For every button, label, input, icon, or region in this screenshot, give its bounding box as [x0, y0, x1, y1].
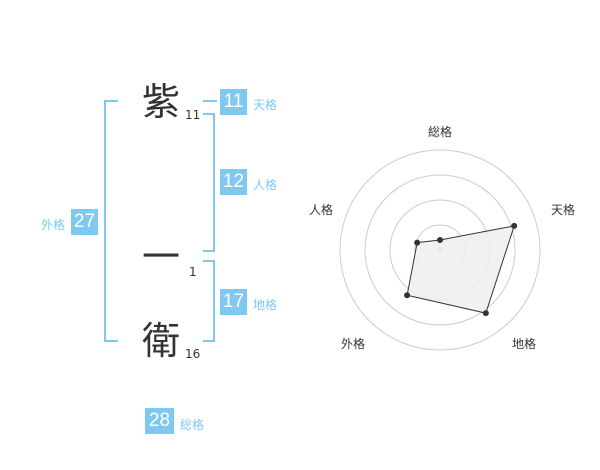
tenkaku-bracket: [203, 100, 217, 102]
tenkaku-label: 天格: [253, 98, 278, 112]
name-char-1: 紫: [142, 80, 181, 124]
radar-area: [406, 225, 515, 314]
name-char-3: 衛: [142, 319, 181, 363]
radar-point-2: [482, 310, 489, 317]
chikaku-bracket: [203, 260, 215, 342]
radar-point-3: [404, 292, 411, 299]
jinkaku-label: 人格: [253, 178, 278, 192]
radar-point-1: [511, 222, 518, 229]
name-char-3-strokes: 16: [185, 347, 201, 361]
radar-axis-label-jinkaku: 人格: [309, 203, 334, 217]
radar-ring: [339, 149, 541, 351]
gaikaku-bracket: [104, 100, 118, 342]
jinkaku-value: 12: [220, 169, 247, 195]
tenkaku-value: 11: [220, 89, 247, 115]
radar-ring: [364, 174, 516, 326]
radar-axis-label-soukaku: 総格: [428, 125, 453, 139]
name-char-2: 一: [142, 235, 181, 279]
name-char-2-strokes: 1: [189, 265, 197, 279]
gaikaku-value: 27: [71, 209, 98, 235]
name-char-1-strokes: 11: [185, 108, 201, 122]
gaikaku-label: 外格: [41, 218, 66, 232]
radar-point-0: [437, 237, 443, 243]
radar-points: [404, 222, 518, 317]
soukaku-value: 28: [145, 408, 174, 434]
radar-axis-label-tenkaku: 天格: [551, 203, 576, 217]
soukaku-label: 総格: [180, 418, 205, 432]
radar-axis-label-chikaku: 地格: [512, 337, 537, 351]
chikaku-value: 17: [220, 289, 247, 315]
radar-axis-label-gaikaku: 外格: [341, 337, 366, 351]
jinkaku-bracket: [203, 113, 215, 252]
radar-point-4: [414, 239, 421, 246]
chikaku-label: 地格: [253, 298, 278, 312]
